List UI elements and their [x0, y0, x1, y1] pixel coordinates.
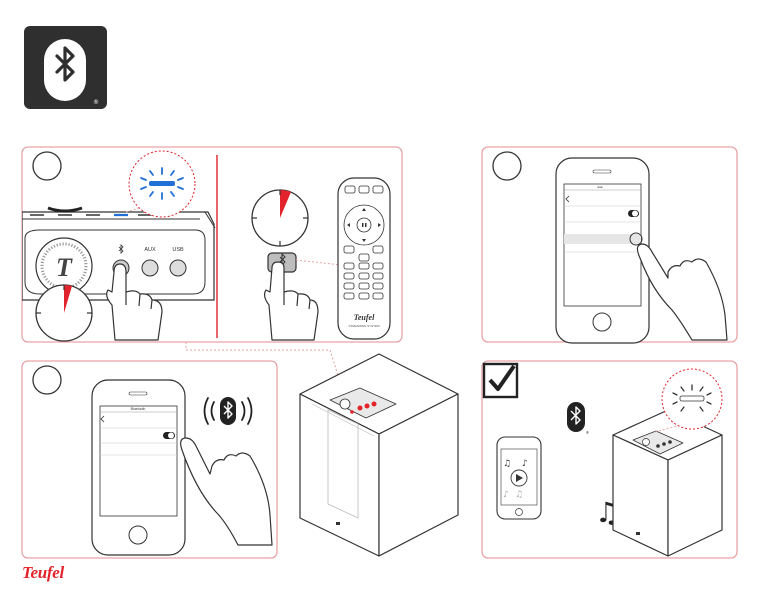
svg-text:♪: ♪: [522, 459, 528, 469]
smartphone-settings: ●●●: [556, 158, 649, 343]
step-1-panel: T AUX USB: [22, 147, 402, 342]
aux-label: AUX: [144, 247, 156, 253]
hand-pointer-icon: [637, 244, 727, 340]
speaker-usb-button[interactable]: [170, 260, 186, 276]
remote-brand: Teufel: [354, 313, 375, 322]
bluetooth-wave-icon: [205, 397, 252, 425]
svg-text:♫: ♫: [515, 490, 523, 500]
svg-text:♫: ♫: [503, 459, 511, 469]
step-2-panel: ●●●: [482, 147, 737, 343]
remote-hold-timer-clock: [252, 190, 308, 246]
svg-text:®: ®: [586, 430, 589, 435]
step-1-marker: [33, 152, 61, 180]
svg-text:®: ®: [93, 99, 99, 106]
step-2-marker: [493, 152, 521, 180]
smartphone-bluetooth-screen: Bluetooth: [92, 380, 185, 555]
teufel-dial-logo: T: [56, 253, 73, 282]
svg-text:♪: ♪: [503, 490, 509, 500]
svg-text:●●●: ●●●: [597, 185, 603, 189]
bluetooth-connected-icon: ®: [567, 402, 589, 435]
remote-control: Teufel STREAMING SYSTEM: [338, 178, 390, 339]
speaker-aux-button[interactable]: [142, 260, 158, 276]
smartphone-playing: ♫ ♪ ♪ ♫: [497, 437, 541, 519]
usb-label: USB: [172, 247, 184, 253]
teufel-brand-logo: Teufel: [22, 563, 64, 583]
step-3-panel: Bluetooth: [22, 361, 277, 558]
step-4-panel: ® ♫ ♪ ♪ ♫ ♫ ♫ ♪: [482, 361, 737, 558]
led-blink-callout: [126, 151, 195, 217]
speaker-cube-playing: [613, 410, 722, 556]
phone-status-text: Bluetooth: [131, 407, 146, 411]
bluetooth-logo-icon: ®: [24, 26, 107, 109]
speaker-cube: [300, 354, 458, 556]
hand-pointer-icon: [265, 262, 318, 340]
hand-pointer-icon: [181, 438, 272, 545]
checkmark-icon: [484, 364, 517, 397]
hold-timer-clock: [36, 285, 92, 341]
step-3-marker: [33, 366, 61, 394]
remote-sub: STREAMING SYSTEM: [348, 324, 380, 328]
device-list-row[interactable]: [564, 234, 641, 244]
